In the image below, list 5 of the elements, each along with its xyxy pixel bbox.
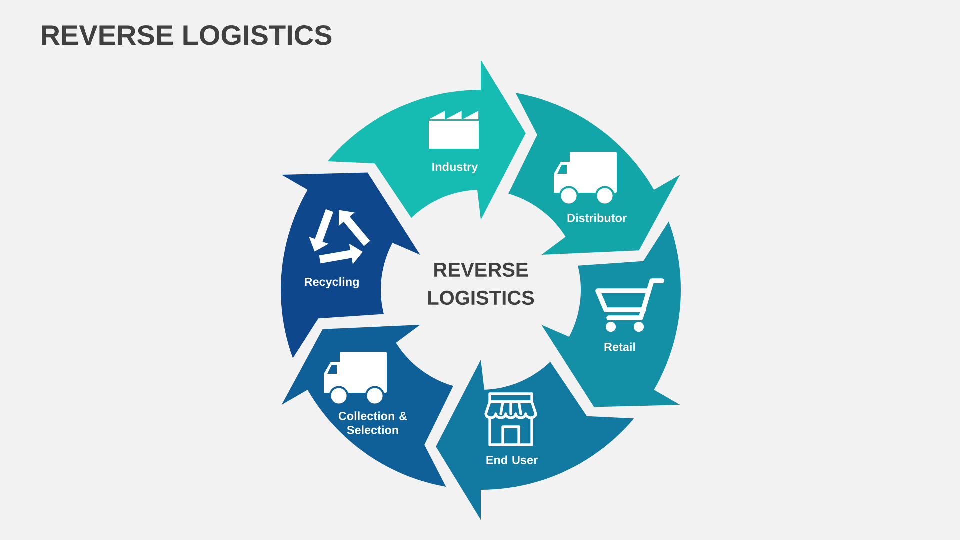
title: REVERSE LOGISTICS bbox=[42, 25, 332, 46]
ring-segment: End User bbox=[436, 360, 634, 520]
ring-segment: Recycling bbox=[281, 172, 420, 358]
center-label: REVERSE LOGISTICS bbox=[428, 262, 534, 306]
ring-segment: Retail bbox=[542, 222, 681, 408]
